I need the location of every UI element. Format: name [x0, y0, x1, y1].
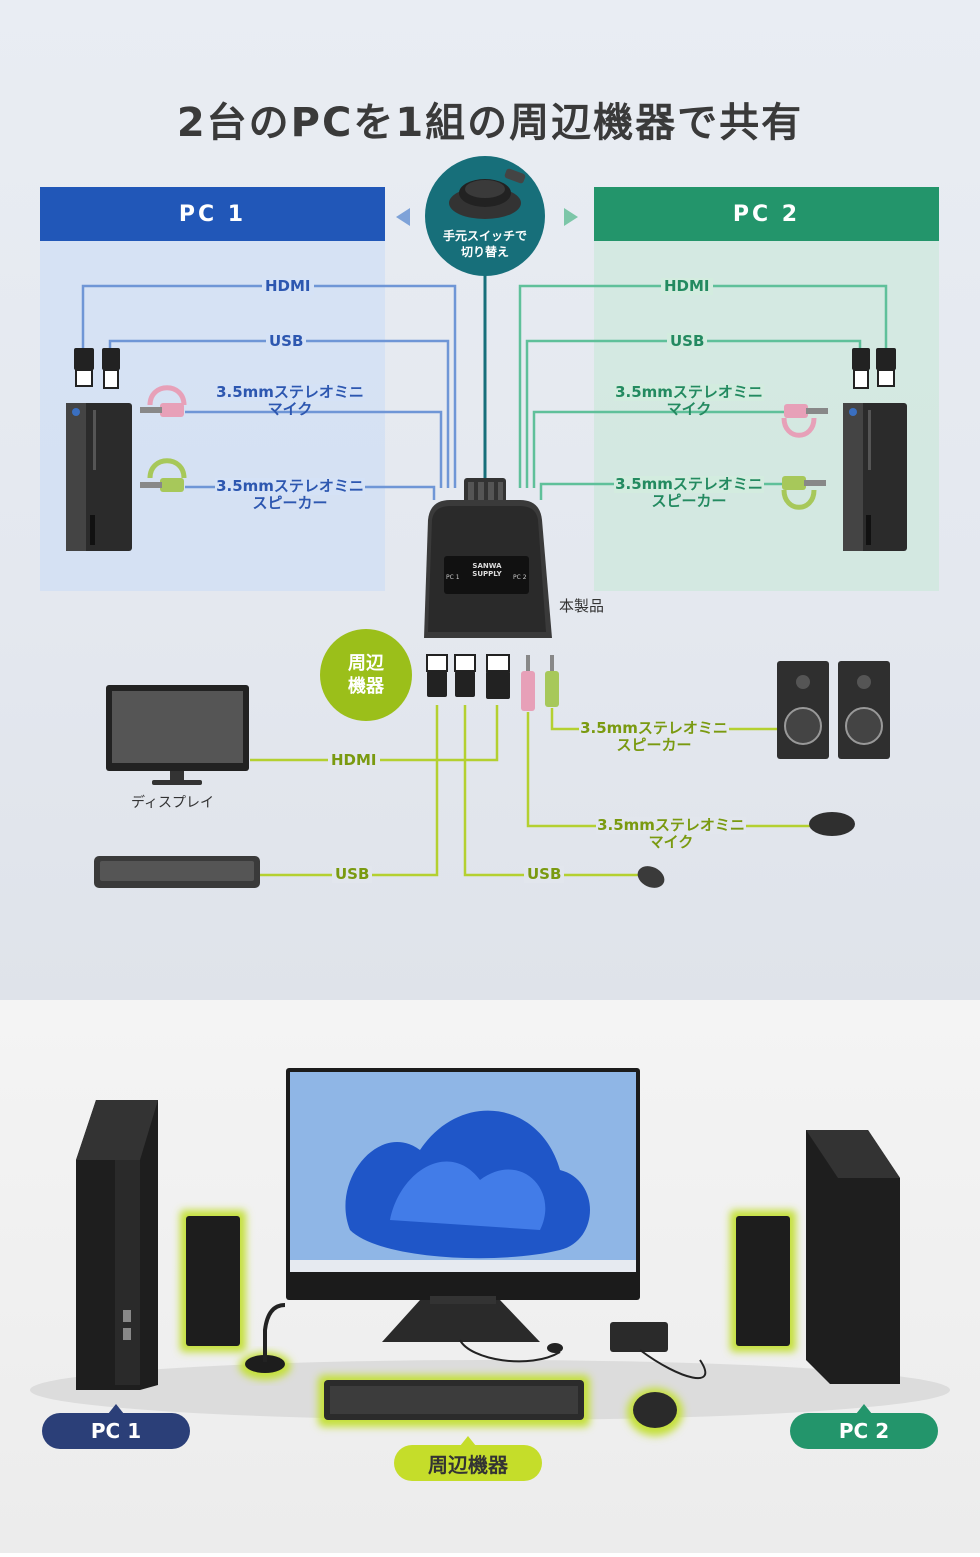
pc2-header: PC 2	[594, 187, 939, 241]
peripherals-circle: 周辺 機器	[320, 629, 412, 721]
peripheral-mic-label-line2: マイク	[648, 833, 694, 851]
pc2-hdmi-connector-icon	[876, 348, 896, 387]
pc2-speaker-label-line2: スピーカー	[651, 492, 727, 510]
pc1-usb-label: USB	[266, 333, 307, 350]
pc2-speaker-label-line1: 3.5mmステレオミニ	[614, 475, 764, 493]
pc2-hdmi-label: HDMI	[661, 278, 713, 295]
setup-photo-illustration	[30, 1068, 950, 1436]
pc2-mic-plug-icon	[781, 404, 828, 438]
display-hdmi-label: HDMI	[328, 752, 380, 769]
right-arrow-icon	[564, 208, 578, 226]
peripheral-mic-label: 3.5mmステレオミニ マイク	[593, 817, 749, 851]
photo-pc1-badge: PC 1	[42, 1413, 190, 1449]
mouse-usb-label: USB	[524, 866, 565, 883]
device-port-pc1: PC 1	[446, 574, 460, 581]
switch-label-line1: 手元スイッチで	[442, 229, 527, 243]
pc1-tower-icon	[66, 403, 132, 551]
keyboard-icon	[94, 856, 260, 888]
pc2-mic-label: 3.5mmステレオミニ マイク	[611, 384, 767, 418]
device-brand-line2: SUPPLY	[472, 570, 502, 578]
photo-mic	[245, 1355, 285, 1373]
pc1-mic-label: 3.5mmステレオミニ マイク	[212, 384, 368, 418]
pc1-speaker-label: 3.5mmステレオミニ スピーカー	[212, 478, 368, 512]
pc2-badge-pointer-icon	[856, 1404, 872, 1414]
device-port-pc2: PC 2	[513, 574, 527, 581]
hdmi-port-icon	[486, 654, 510, 699]
peripheral-speaker-label: 3.5mmステレオミニ スピーカー	[576, 720, 732, 754]
pc1-mic-label-line1: 3.5mmステレオミニ	[215, 383, 365, 401]
photo-left-speaker	[186, 1216, 240, 1346]
connection-diagram	[66, 208, 907, 888]
peripherals-circle-line1: 周辺	[348, 653, 384, 674]
pc1-speaker-label-line2: スピーカー	[252, 494, 328, 512]
usb-port-icon-2	[454, 654, 476, 697]
peripherals-badge-pointer-icon	[460, 1436, 476, 1446]
pc1-mic-label-line2: マイク	[267, 400, 313, 418]
switch-label-line2: 切り替え	[460, 245, 509, 259]
device-brand-line1: SANWA	[472, 562, 502, 570]
peripheral-speaker-label-line2: スピーカー	[616, 736, 692, 754]
display-label: ディスプレイ	[131, 795, 215, 811]
left-arrow-icon	[396, 208, 410, 226]
device-brand: SANWA SUPPLY	[470, 562, 504, 578]
page-title: 2台のPCを1組の周辺機器で共有	[176, 100, 804, 146]
photo-peripherals-badge: 周辺機器	[394, 1445, 542, 1481]
pc2-mic-label-line1: 3.5mmステレオミニ	[614, 383, 764, 401]
microphone-icon	[809, 812, 855, 836]
usb-port-icon-1	[426, 654, 448, 697]
photo-pc2-badge: PC 2	[790, 1413, 938, 1449]
pc1-speaker-label-line1: 3.5mmステレオミニ	[215, 477, 365, 495]
photo-mouse	[633, 1392, 677, 1428]
photo-monitor	[286, 1068, 640, 1342]
speaker-jack-icon	[545, 655, 559, 707]
mouse-icon	[637, 866, 665, 888]
pc1-hdmi-label: HDMI	[262, 278, 314, 295]
photo-right-speaker	[736, 1216, 790, 1346]
pc2-tower-icon	[843, 403, 907, 551]
pc1-hdmi-connector-icon	[74, 348, 94, 387]
peripherals-circle-line2: 機器	[348, 676, 384, 697]
pc2-usb-connector-icon	[852, 348, 870, 389]
pc1-header: PC 1	[40, 187, 385, 241]
pc1-speaker-plug-icon	[140, 458, 187, 492]
keyboard-usb-label: USB	[332, 866, 373, 883]
kvm-device-icon	[424, 478, 552, 638]
pc2-mic-label-line2: マイク	[666, 400, 712, 418]
pc1-mic-plug-icon	[140, 385, 187, 417]
photo-pc1-tower	[76, 1100, 158, 1390]
hand-switch-icon	[449, 168, 526, 219]
speakers-icon	[777, 661, 890, 759]
pc1-usb-connector-icon	[102, 348, 120, 389]
pc1-badge-pointer-icon	[108, 1404, 124, 1414]
mic-jack-icon	[521, 655, 535, 711]
pc2-speaker-label: 3.5mmステレオミニ スピーカー	[611, 476, 767, 510]
peripheral-mic-label-line1: 3.5mmステレオミニ	[596, 816, 746, 834]
hand-switch-label: 手元スイッチで 切り替え	[425, 228, 545, 260]
photo-pc2-tower	[806, 1130, 900, 1384]
device-label: 本製品	[559, 597, 605, 615]
pc2-usb-label: USB	[667, 333, 708, 350]
display-icon	[106, 685, 249, 785]
pc2-speaker-plug-icon	[781, 476, 826, 510]
peripheral-speaker-label-line1: 3.5mmステレオミニ	[579, 719, 729, 737]
